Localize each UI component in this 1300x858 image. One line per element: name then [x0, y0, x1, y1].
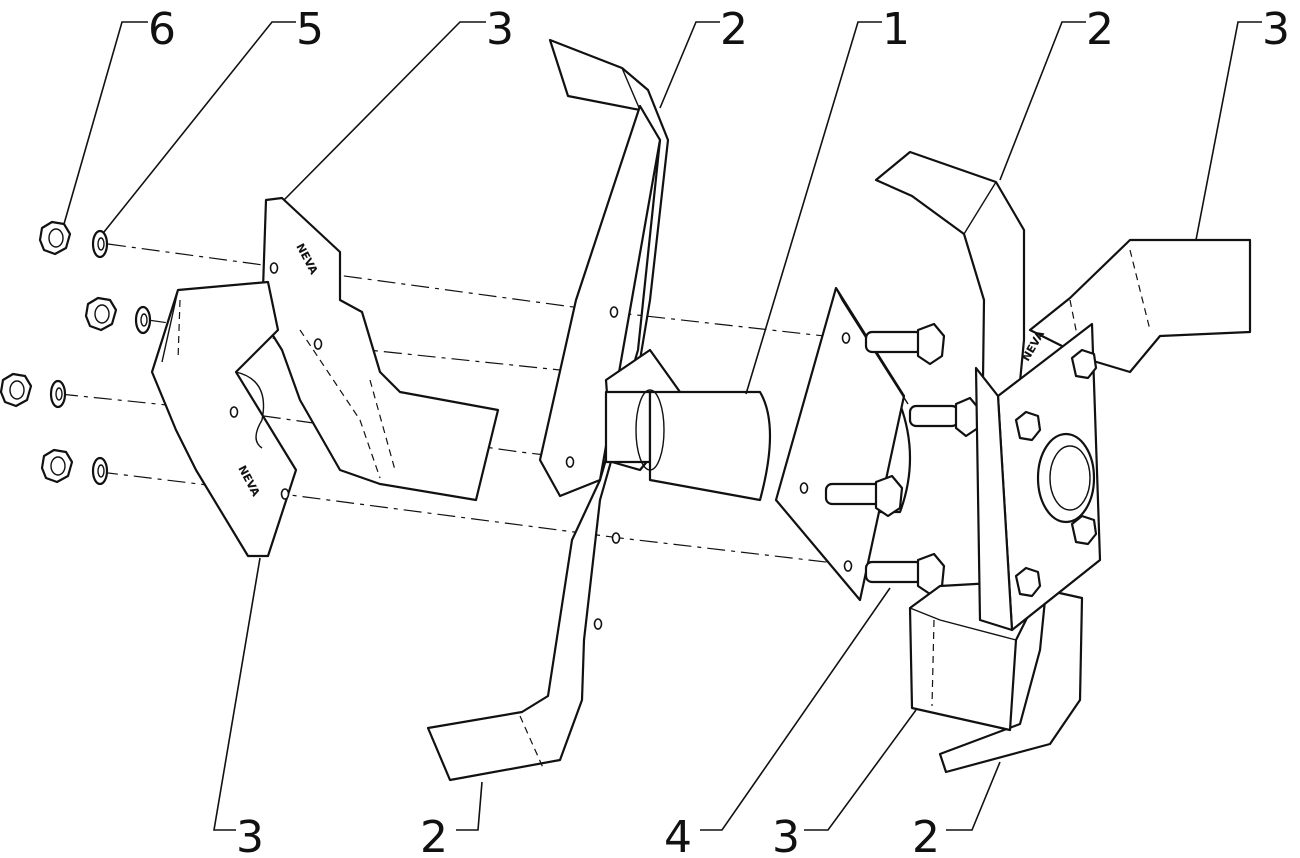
flange-nut — [1070, 348, 1098, 380]
callout-4: 4 — [664, 812, 692, 858]
callout-6: 6 — [148, 4, 176, 55]
nut-group — [0, 220, 118, 484]
bolt — [864, 322, 946, 366]
callout-3-bottom-right: 3 — [772, 812, 800, 858]
callout-1: 1 — [882, 4, 910, 55]
center-long-knife — [426, 38, 670, 782]
nut — [0, 372, 33, 408]
center-flange — [774, 286, 909, 602]
callout-2-bottom-right: 2 — [912, 812, 940, 858]
washer — [134, 305, 152, 335]
callout-2-top-center: 2 — [720, 4, 748, 55]
nut — [84, 296, 118, 332]
nut — [38, 220, 72, 256]
washer — [91, 229, 109, 259]
leader-lines — [63, 21, 1262, 831]
callout-3-bottom-left: 3 — [236, 812, 264, 858]
callout-2-bottom-center: 2 — [420, 812, 448, 858]
callout-labels: 6 5 3 2 1 2 3 3 2 4 3 2 — [148, 4, 1290, 858]
flange-nut — [1014, 566, 1042, 598]
callout-3-top-right: 3 — [1262, 4, 1290, 55]
left-knife-blade: NEVA NEVA — [150, 196, 500, 558]
washer — [49, 379, 67, 409]
flange-nut — [1014, 410, 1042, 442]
callout-2-top-right: 2 — [1086, 4, 1114, 55]
right-knife-assembly: NEVA — [874, 150, 1252, 774]
flange-nut — [1070, 514, 1098, 546]
callout-5: 5 — [296, 4, 324, 55]
bolt — [824, 474, 904, 518]
bolt — [908, 396, 982, 438]
washer-group — [49, 229, 152, 486]
callout-3-top-left: 3 — [486, 4, 514, 55]
washer — [91, 456, 109, 486]
bolt — [864, 552, 946, 596]
nut — [40, 448, 74, 484]
